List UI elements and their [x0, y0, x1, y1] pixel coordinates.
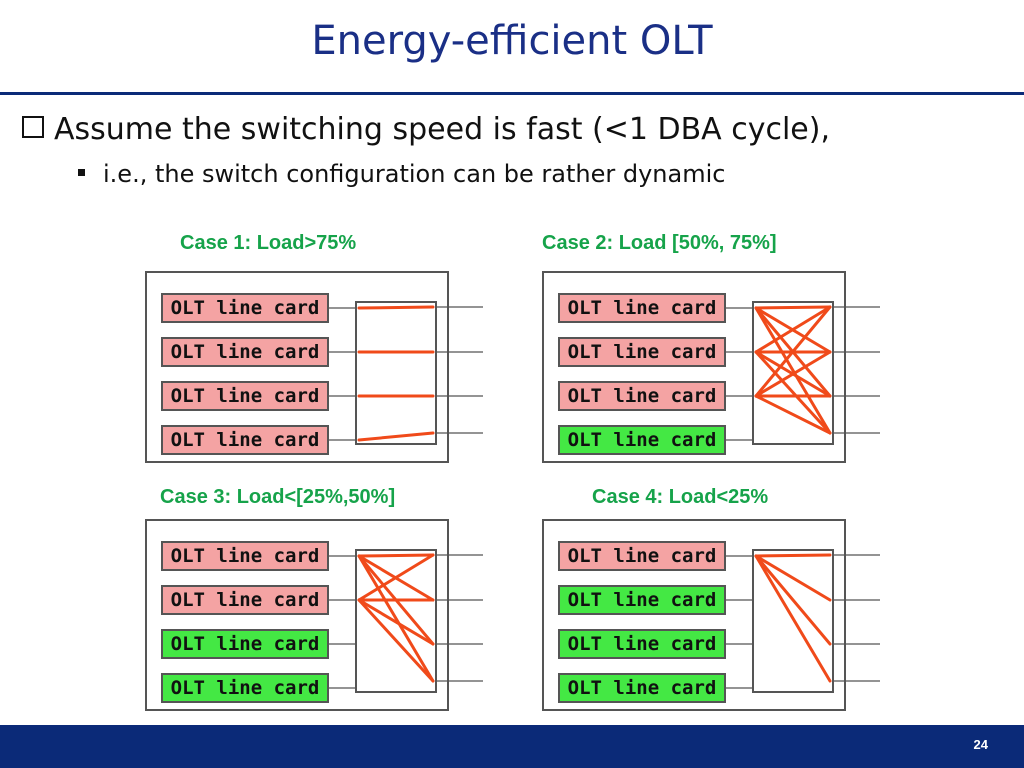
olt-line-card: OLT line card — [558, 585, 726, 615]
case-2-connections — [726, 305, 880, 441]
olt-line-card: OLT line card — [558, 629, 726, 659]
case-4-title: Case 4: Load<25% — [592, 486, 769, 508]
switch-connection — [754, 554, 832, 602]
olt-line-card: OLT line card — [558, 541, 726, 571]
slide-title: Energy-efficient OLT — [311, 18, 713, 64]
switch-connection — [357, 305, 435, 310]
case-1-switch — [355, 301, 437, 445]
square-bullet-icon — [78, 169, 85, 176]
switch-connection — [357, 554, 435, 683]
olt-line-card: OLT line card — [558, 337, 726, 367]
olt-line-card: OLT line card — [558, 673, 726, 703]
title-divider — [0, 92, 1024, 95]
switch-connection — [754, 554, 832, 683]
olt-line-card: OLT line card — [161, 425, 329, 455]
olt-line-card: OLT line card — [161, 293, 329, 323]
switch-connection — [357, 553, 435, 558]
checkbox-bullet-icon — [22, 116, 44, 138]
switch-connection — [357, 598, 435, 646]
bullet-sub: i.e., the switch configuration can be ra… — [78, 160, 725, 188]
switch-connection — [754, 305, 832, 354]
case-1-connections — [329, 305, 483, 442]
bullet-main-text: Assume the switching speed is fast (<1 D… — [54, 112, 831, 147]
footer-bar: 24 — [0, 725, 1024, 768]
switch-connection — [754, 305, 832, 310]
olt-line-card: OLT line card — [558, 425, 726, 455]
switch-connection — [754, 350, 832, 398]
case-2-title: Case 2: Load [50%, 75%] — [542, 232, 777, 254]
case-3-connections — [329, 553, 483, 689]
bullet-sub-text: i.e., the switch configuration can be ra… — [103, 160, 726, 188]
switch-connection — [754, 350, 832, 435]
switch-connection — [357, 598, 435, 683]
olt-line-card: OLT line card — [161, 337, 329, 367]
olt-line-card: OLT line card — [161, 673, 329, 703]
olt-line-card: OLT line card — [558, 293, 726, 323]
page-number: 24 — [973, 737, 988, 752]
switch-connection — [754, 553, 832, 558]
case-4-connections — [726, 553, 880, 689]
switch-connection — [357, 553, 435, 602]
bullet-main: Assume the switching speed is fast (<1 D… — [22, 112, 830, 147]
switch-connection — [754, 306, 832, 435]
olt-line-card: OLT line card — [161, 585, 329, 615]
olt-line-card: OLT line card — [161, 541, 329, 571]
switch-connection — [754, 554, 832, 646]
case-3-title: Case 3: Load<[25%,50%] — [160, 486, 396, 508]
olt-line-card: OLT line card — [558, 381, 726, 411]
switch-connection — [357, 431, 435, 442]
case-1-title: Case 1: Load>75% — [180, 232, 357, 254]
switch-connection — [754, 305, 832, 398]
switch-connection — [754, 394, 832, 435]
olt-line-card: OLT line card — [161, 629, 329, 659]
olt-line-card: OLT line card — [161, 381, 329, 411]
